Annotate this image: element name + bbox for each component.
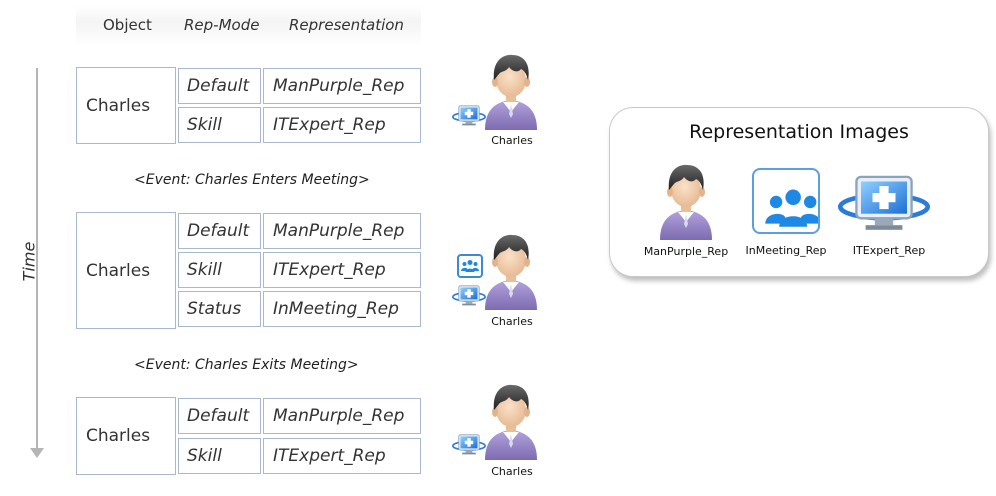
avatar-caption: Charles [491, 465, 533, 478]
monitor-icon [452, 283, 486, 309]
man-purple-icon [480, 232, 542, 310]
rep-mode-cell: Skill [178, 252, 261, 288]
rep-mode-cell: Skill [178, 107, 261, 143]
header-rep-mode: Rep-Mode [184, 16, 260, 34]
event-enters-meeting: <Event: Charles Enters Meeting> [134, 172, 370, 188]
representation-images-panel: Representation Images ManPurple_Rep InMe… [609, 107, 989, 277]
event-exits-meeting: <Event: Charles Exits Meeting> [134, 357, 359, 373]
time-arrowhead [30, 448, 44, 458]
monitor-badge [452, 283, 486, 309]
charles-avatar [480, 232, 542, 310]
representation-cell: ManPurple_Rep [263, 398, 421, 434]
man-purple-icon [480, 382, 542, 460]
charles-avatar [480, 52, 542, 130]
man-purple-icon [480, 52, 542, 130]
meeting-icon [459, 256, 481, 276]
it-expert-monitor-icon [838, 170, 930, 239]
monitor-badge [452, 432, 486, 458]
monitor-icon [452, 432, 486, 458]
rep-mode-cell: Default [178, 68, 261, 104]
header-object: Object [103, 16, 152, 34]
representation-cell: ManPurple_Rep [263, 68, 421, 104]
column-header [76, 6, 421, 46]
legend-in-meeting [752, 168, 820, 234]
legend-label: InMeeting_Rep [745, 244, 827, 257]
monitor-icon [452, 103, 486, 129]
object-cell: Charles [76, 212, 176, 329]
representation-cell: InMeeting_Rep [263, 291, 421, 327]
legend-label: ITExpert_Rep [852, 244, 926, 257]
in-meeting-icon [754, 170, 818, 232]
representation-cell: ITExpert_Rep [263, 252, 421, 288]
rep-mode-cell: Default [178, 213, 261, 249]
charles-avatar [480, 382, 542, 460]
avatar-caption: Charles [491, 315, 533, 328]
legend-man-purple [655, 162, 717, 240]
rep-mode-cell: Default [178, 398, 261, 434]
time-label: Time [19, 241, 39, 282]
panel-title: Representation Images [689, 121, 909, 143]
man-purple-icon [655, 162, 717, 240]
avatar-caption: Charles [491, 134, 533, 147]
time-axis [36, 68, 38, 450]
object-cell: Charles [76, 397, 176, 475]
representation-cell: ITExpert_Rep [263, 107, 421, 143]
monitor-badge [452, 103, 486, 129]
representation-cell: ManPurple_Rep [263, 213, 421, 249]
rep-mode-cell: Skill [178, 438, 261, 474]
object-cell: Charles [76, 67, 176, 144]
meeting-badge [457, 254, 483, 278]
representation-cell: ITExpert_Rep [263, 438, 421, 474]
legend-it-expert [838, 170, 930, 239]
header-representation: Representation [289, 16, 404, 34]
rep-mode-cell: Status [178, 291, 261, 327]
legend-label: ManPurple_Rep [643, 245, 729, 258]
